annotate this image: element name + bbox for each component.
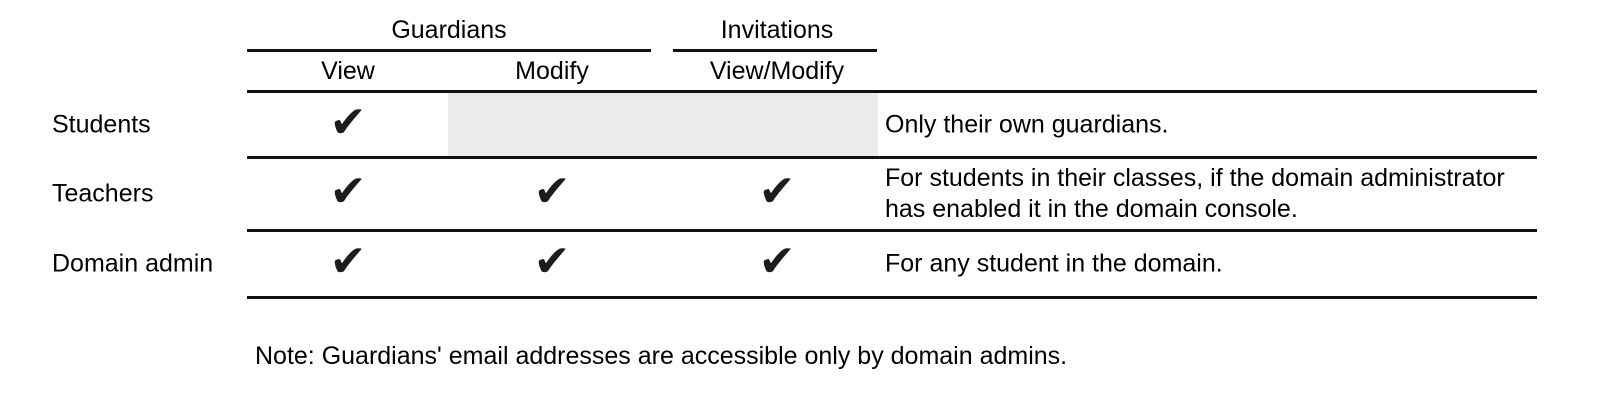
check-icon: ✔ <box>758 236 796 288</box>
row-note: For students in their classes, if the do… <box>885 164 1505 223</box>
guardians-underline <box>247 49 651 52</box>
table-row: Domain admin ✔ ✔ ✔ For any student in the do… <box>0 232 1600 296</box>
footnote: Note: Guardians' email addresses are acc… <box>255 342 1068 370</box>
column-group-guardians: Guardians <box>391 16 507 44</box>
row-label: Students <box>52 110 151 138</box>
row-rule <box>247 296 1537 299</box>
row-rule <box>247 156 1537 159</box>
column-header-view-modify: View/Modify <box>709 57 845 85</box>
check-icon: ✔ <box>758 166 796 218</box>
row-note: Only their own guardians. <box>885 110 1169 138</box>
row-label: Teachers <box>52 179 154 208</box>
check-icon: ✔ <box>329 96 367 148</box>
row-label: Domain admin <box>52 249 214 278</box>
column-header-modify: Modify <box>515 57 589 85</box>
row-note: For any student in the domain. <box>885 249 1223 278</box>
check-icon: ✔ <box>533 236 571 288</box>
column-group-invitations: Invitations <box>720 16 834 44</box>
not-applicable-cells <box>448 93 878 156</box>
table-row: Teachers ✔ ✔ ✔ For students in their classes… <box>0 159 1600 229</box>
check-icon: ✔ <box>329 166 367 218</box>
check-icon: ✔ <box>533 166 571 218</box>
column-header-view: View <box>321 57 375 85</box>
header-rule <box>247 90 1537 93</box>
check-icon: ✔ <box>329 236 367 288</box>
invitations-underline <box>673 49 877 52</box>
table-row: Students ✔ Only their own guardians. <box>0 93 1600 156</box>
row-rule <box>247 229 1537 232</box>
